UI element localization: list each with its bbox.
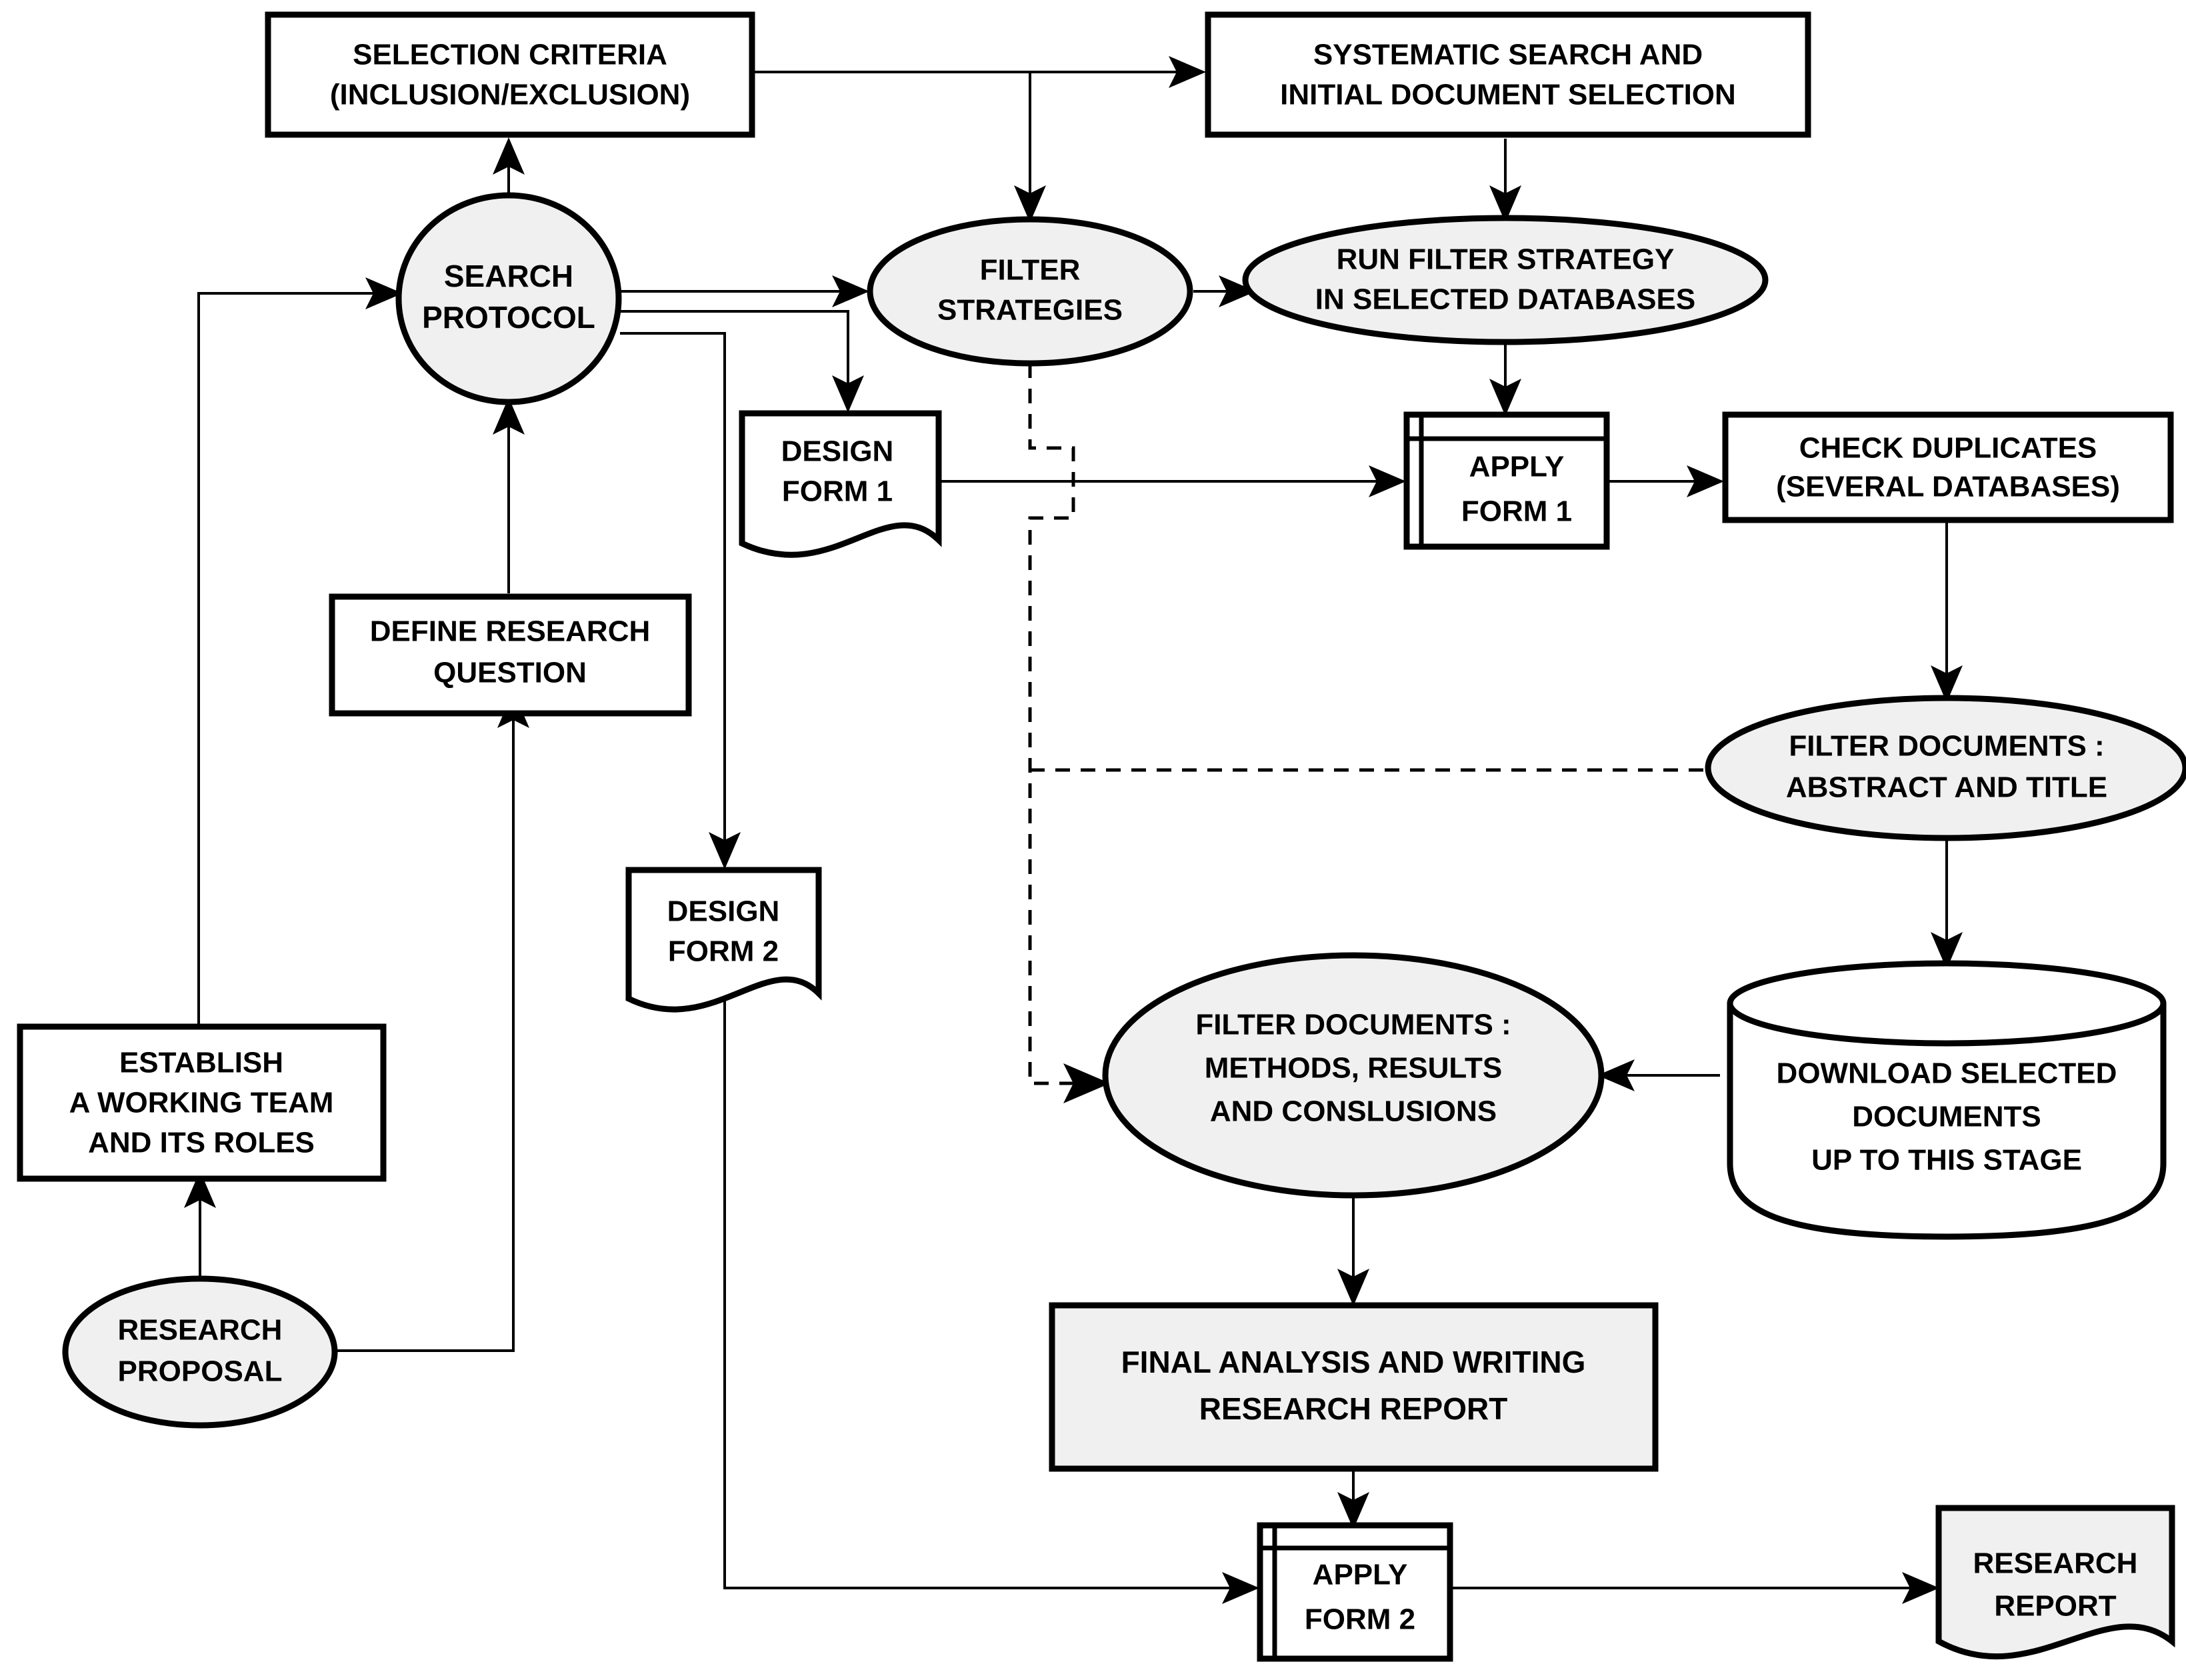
selection-criteria-line2: (INCLUSION/EXCLUSION) — [330, 79, 690, 111]
filter-abstract-title-line2: ABSTRACT AND TITLE — [1786, 771, 2107, 804]
node-run-filter-strategy[interactable]: RUN FILTER STRATEGY IN SELECTED DATABASE… — [1242, 215, 1769, 345]
node-selection-criteria[interactable]: SELECTION CRITERIA (INCLUSION/EXCLUSION) — [265, 11, 755, 138]
edge-proposal-to-question — [333, 691, 529, 1352]
define-research-question-line2: QUESTION — [433, 657, 587, 689]
filter-abstract-title-line1: FILTER DOCUMENTS : — [1789, 730, 2104, 763]
node-design-form-2[interactable]: DESIGN FORM 2 — [625, 867, 822, 1013]
node-design-form-1[interactable]: DESIGN FORM 1 — [739, 410, 942, 558]
download-selected-line1: DOWNLOAD SELECTED — [1777, 1057, 2117, 1090]
final-analysis-line2: RESEARCH REPORT — [1199, 1391, 1508, 1426]
download-selected-line2: DOCUMENTS — [1852, 1101, 2041, 1133]
edge-team-to-protocol — [197, 277, 403, 1027]
node-search-protocol[interactable]: SEARCH PROTOCOL — [395, 192, 622, 405]
check-duplicates-line2: (SEVERAL DATABASES) — [1776, 471, 2120, 503]
node-systematic-search[interactable]: SYSTEMATIC SEARCH AND INITIAL DOCUMENT S… — [1205, 11, 1811, 138]
final-analysis-line1: FINAL ANALYSIS AND WRITING — [1121, 1345, 1586, 1379]
edge-filterstrategies-to-filtermethods-dashed — [1028, 363, 1110, 1103]
edge-protocol-to-designform2 — [620, 332, 741, 869]
check-duplicates-line1: CHECK DUPLICATES — [1799, 432, 2097, 465]
node-filter-strategies[interactable]: FILTER STRATEGIES — [867, 216, 1193, 367]
research-report-line2: REPORT — [1994, 1590, 2116, 1623]
establish-team-line2: A WORKING TEAM — [69, 1087, 334, 1119]
filter-methods-line2: METHODS, RESULTS — [1205, 1052, 1503, 1085]
node-apply-form-2[interactable]: APPLY FORM 2 — [1257, 1522, 1453, 1662]
node-filter-methods-results[interactable]: FILTER DOCUMENTS : METHODS, RESULTS AND … — [1102, 952, 1605, 1199]
apply-form-2-line1: APPLY — [1313, 1559, 1408, 1591]
node-establish-team[interactable]: ESTABLISH A WORKING TEAM AND ITS ROLES — [17, 1023, 387, 1182]
establish-team-line3: AND ITS ROLES — [88, 1127, 315, 1159]
search-protocol-line1: SEARCH — [444, 259, 573, 293]
research-proposal-line1: RESEARCH — [118, 1314, 283, 1347]
search-protocol-line2: PROTOCOL — [422, 300, 595, 335]
research-proposal-line2: PROPOSAL — [118, 1355, 283, 1388]
edge-designform2-to-applyform2 — [723, 985, 1259, 1604]
research-report-line1: RESEARCH — [1973, 1547, 2138, 1580]
apply-form-2-line2: FORM 2 — [1305, 1603, 1415, 1636]
download-selected-line3: UP TO THIS STAGE — [1811, 1144, 2082, 1177]
apply-form-1-line2: FORM 1 — [1461, 495, 1572, 528]
node-filter-abstract-title[interactable]: FILTER DOCUMENTS : ABSTRACT AND TITLE — [1705, 695, 2186, 841]
filter-strategies-line2: STRATEGIES — [937, 294, 1123, 327]
node-research-proposal[interactable]: RESEARCH PROPOSAL — [62, 1275, 338, 1429]
design-form-1-line2: FORM 1 — [782, 475, 893, 508]
run-filter-strategy-line1: RUN FILTER STRATEGY — [1337, 243, 1675, 276]
filter-methods-line3: AND CONSLUSIONS — [1210, 1095, 1497, 1128]
design-form-2-line1: DESIGN — [667, 895, 780, 928]
node-apply-form-1[interactable]: APPLY FORM 1 — [1403, 411, 1610, 550]
node-download-selected[interactable]: DOWNLOAD SELECTED DOCUMENTS UP TO THIS S… — [1727, 960, 2167, 1240]
node-research-report[interactable]: RESEARCH REPORT — [1935, 1505, 2175, 1660]
systematic-search-line1: SYSTEMATIC SEARCH AND — [1313, 39, 1703, 71]
systematic-search-line2: INITIAL DOCUMENT SELECTION — [1280, 79, 1736, 111]
establish-team-line1: ESTABLISH — [119, 1047, 283, 1079]
design-form-2-line2: FORM 2 — [668, 935, 779, 968]
filter-methods-line1: FILTER DOCUMENTS : — [1195, 1009, 1511, 1041]
node-final-analysis[interactable]: FINAL ANALYSIS AND WRITING RESEARCH REPO… — [1049, 1302, 1659, 1472]
define-research-question-line1: DEFINE RESEARCH — [370, 615, 651, 648]
filter-strategies-line1: FILTER — [980, 254, 1081, 287]
design-form-1-line1: DESIGN — [781, 435, 894, 468]
run-filter-strategy-line2: IN SELECTED DATABASES — [1315, 283, 1695, 316]
edge-protocol-to-designform1 — [619, 310, 864, 413]
node-check-duplicates[interactable]: CHECK DUPLICATES (SEVERAL DATABASES) — [1722, 411, 2174, 523]
apply-form-1-line1: APPLY — [1469, 451, 1565, 483]
selection-criteria-line1: SELECTION CRITERIA — [353, 39, 667, 71]
node-define-research-question[interactable]: DEFINE RESEARCH QUESTION — [329, 593, 692, 717]
